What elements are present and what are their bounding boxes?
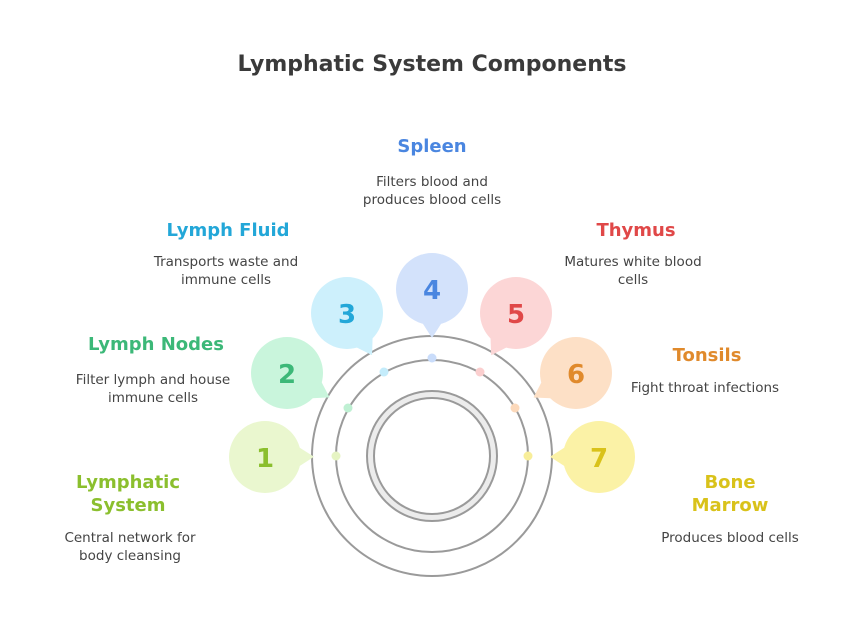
bubble-7: 7 <box>550 421 635 493</box>
bubble-tail <box>550 446 567 468</box>
bubble-3: 3 <box>311 277 383 356</box>
bubble-number: 6 <box>567 360 585 390</box>
bubble-tail <box>297 446 314 468</box>
bubble-circle <box>229 421 301 493</box>
ring-dot-7 <box>523 451 533 461</box>
bubble-circle <box>563 421 635 493</box>
component-description: Produces blood cells <box>661 530 799 546</box>
page-title: Lymphatic System Components <box>237 52 627 77</box>
bubble-5: 5 <box>480 277 552 356</box>
component-title: Lymphatic System <box>75 472 181 516</box>
ring-dot-4 <box>427 353 437 363</box>
bubble-circle <box>540 337 612 409</box>
ring-dot-2 <box>343 403 353 413</box>
bubble-number: 7 <box>590 444 608 474</box>
component-title: Thymus <box>596 220 676 241</box>
bubble-number: 1 <box>256 444 274 474</box>
bubble-circle <box>311 277 383 349</box>
bubble-circle <box>396 253 468 325</box>
bubble-tail <box>421 321 443 338</box>
component-title: Tonsils <box>672 345 742 366</box>
component-title: Bone Marrow <box>691 472 769 516</box>
component-title: Lymph Fluid <box>166 220 290 241</box>
component-bubbles: 1 2 3 4 5 6 7 <box>229 253 635 493</box>
bubble-number: 2 <box>278 360 296 390</box>
ring-dot-6 <box>510 403 520 413</box>
component-description: Filters blood and produces blood cells <box>362 174 502 208</box>
bubble-6: 6 <box>533 337 612 409</box>
bubble-number: 5 <box>507 300 525 330</box>
core-inner-ring <box>373 397 491 515</box>
bubble-number: 3 <box>338 300 356 330</box>
bubble-circle <box>251 337 323 409</box>
ring-dot-3 <box>379 367 389 377</box>
ring-dots <box>331 353 533 461</box>
component-description: Central network for body cleansing <box>64 530 196 564</box>
bubble-4: 4 <box>396 253 468 338</box>
bubble-circle <box>480 277 552 349</box>
ring-dot-5 <box>475 367 485 377</box>
component-description: Matures white blood cells <box>564 254 702 288</box>
ring-dot-1 <box>331 451 341 461</box>
bubble-number: 4 <box>423 276 441 306</box>
component-title: Spleen <box>397 136 467 157</box>
component-description: Fight throat infections <box>630 380 780 396</box>
component-title: Lymph Nodes <box>88 334 224 355</box>
component-description: Transports waste and immune cells <box>153 254 299 288</box>
bubble-2: 2 <box>251 337 330 409</box>
bubble-1: 1 <box>229 421 314 493</box>
component-description: Filter lymph and house immune cells <box>75 372 231 406</box>
